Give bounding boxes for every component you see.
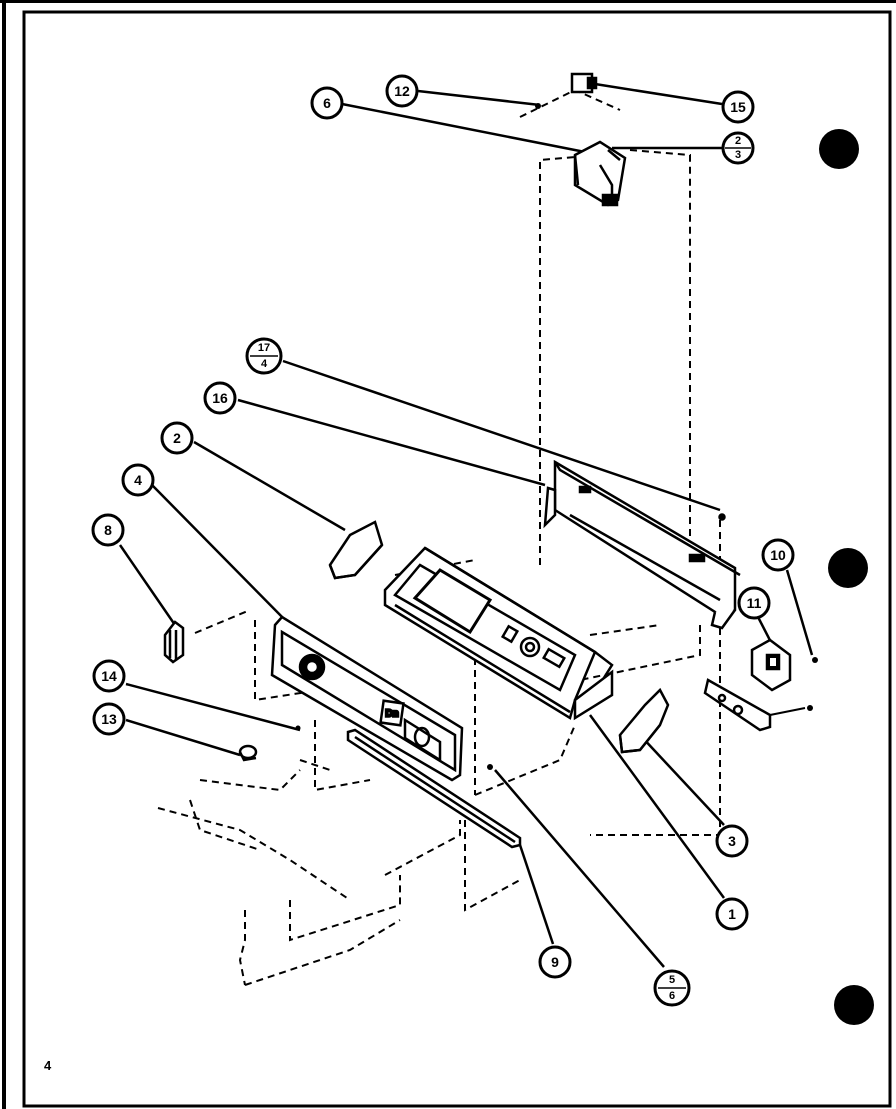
callout-10: 10 <box>761 538 795 572</box>
svg-text:2: 2 <box>173 430 181 446</box>
callout-8: 8 <box>91 513 125 547</box>
svg-text:1: 1 <box>728 906 736 922</box>
callout-2-3: 2 3 <box>721 131 755 165</box>
page-number: 4 <box>44 1058 52 1073</box>
callout-5-6: 5 6 <box>653 969 691 1007</box>
svg-text:11: 11 <box>747 595 762 611</box>
part-13-knob <box>238 744 258 762</box>
part-3-right-end-cap <box>618 687 670 754</box>
binder-hole-top <box>819 129 859 169</box>
part-10-screw <box>812 657 818 663</box>
small-screws <box>295 657 818 770</box>
part-9-trim-strip <box>346 728 522 849</box>
svg-text:16: 16 <box>212 390 228 406</box>
callout-3: 3 <box>715 824 749 858</box>
svg-text:4: 4 <box>134 472 142 488</box>
svg-text:15: 15 <box>730 99 746 115</box>
svg-text:12: 12 <box>394 83 410 99</box>
part-2-left-end-cap <box>328 520 384 580</box>
part-12-screw <box>535 103 541 109</box>
callout-1: 1 <box>715 897 749 931</box>
callout-16: 16 <box>203 381 237 415</box>
svg-text:17: 17 <box>258 342 270 354</box>
callout-12: 12 <box>385 74 419 108</box>
svg-text:3: 3 <box>735 149 741 161</box>
part-16-bracket <box>543 459 741 630</box>
callout-9: 9 <box>538 945 572 979</box>
part-15-connector <box>570 72 598 94</box>
svg-text:13: 13 <box>101 711 117 727</box>
binder-holes <box>819 129 874 1025</box>
dial-label: Dn <box>385 709 398 720</box>
callout-4: 4 <box>121 463 155 497</box>
svg-text:3: 3 <box>728 833 736 849</box>
callout-6: 6 <box>310 86 344 120</box>
svg-text:14: 14 <box>101 668 117 684</box>
part-1-console-housing <box>383 546 614 721</box>
svg-text:6: 6 <box>669 990 675 1002</box>
part-14-screw <box>295 725 301 731</box>
svg-text:10: 10 <box>770 547 786 563</box>
svg-text:9: 9 <box>551 954 559 970</box>
callout-2: 2 <box>160 421 194 455</box>
svg-text:5: 5 <box>669 974 675 986</box>
part-4-control-panel: Dn <box>270 615 464 782</box>
callout-17-4: 17 4 <box>245 337 283 375</box>
part-6-switch-assembly <box>573 140 627 207</box>
callouts: 6 12 15 2 3 17 4 16 2 <box>91 74 795 1007</box>
svg-text:2: 2 <box>735 135 741 147</box>
callout-11: 11 <box>737 586 771 620</box>
part-11-receptacle <box>703 638 806 732</box>
callout-13: 13 <box>92 702 126 736</box>
svg-text:8: 8 <box>104 522 112 538</box>
callout-14: 14 <box>92 659 126 693</box>
binder-hole-middle <box>828 548 868 588</box>
part-8-clip <box>163 620 185 664</box>
binder-hole-bottom <box>834 985 874 1025</box>
part-5-6-screw <box>487 764 493 770</box>
callout-15: 15 <box>721 90 755 124</box>
part-10-screw-lower <box>807 705 813 711</box>
svg-text:6: 6 <box>323 95 331 111</box>
svg-text:4: 4 <box>261 358 268 370</box>
leader-lines <box>118 82 814 968</box>
